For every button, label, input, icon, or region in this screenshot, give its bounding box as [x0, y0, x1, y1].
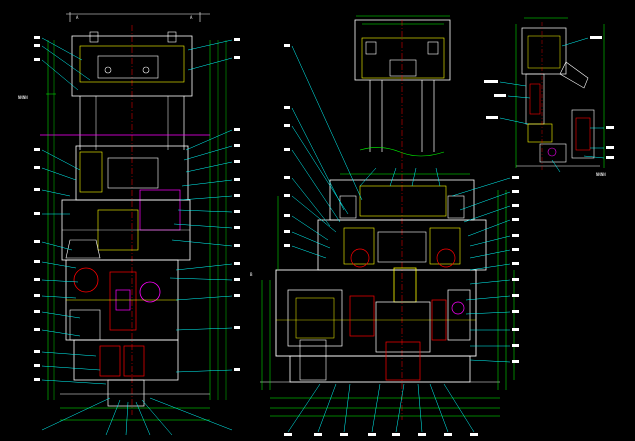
detail-label-marks: [484, 36, 614, 159]
section-letter-left: A: [76, 15, 79, 20]
side-leaders: [287, 45, 511, 433]
front-side-tag: NNNN: [18, 95, 28, 100]
side-dimensions: [261, 15, 515, 417]
break-line: [359, 147, 445, 157]
side-marker-letter: B: [250, 272, 253, 277]
section-marker-top: A A: [66, 12, 210, 22]
side-section-view: B: [250, 15, 519, 436]
crown-body: [71, 35, 193, 97]
left-label-marks: [34, 36, 240, 381]
detail-tag: NNNN: [596, 172, 606, 177]
detail-view: NNNN: [484, 17, 614, 177]
left-leaders: [41, 37, 173, 436]
gear-left: [73, 267, 99, 293]
gear-right: [139, 281, 161, 303]
side-crown: [354, 19, 451, 81]
detail-leaders: [499, 37, 605, 173]
side-label-marks: [284, 44, 519, 436]
right-leaders: [149, 39, 233, 431]
front-section-view: A A: [34, 12, 240, 436]
section-letter-right: A: [190, 15, 193, 20]
